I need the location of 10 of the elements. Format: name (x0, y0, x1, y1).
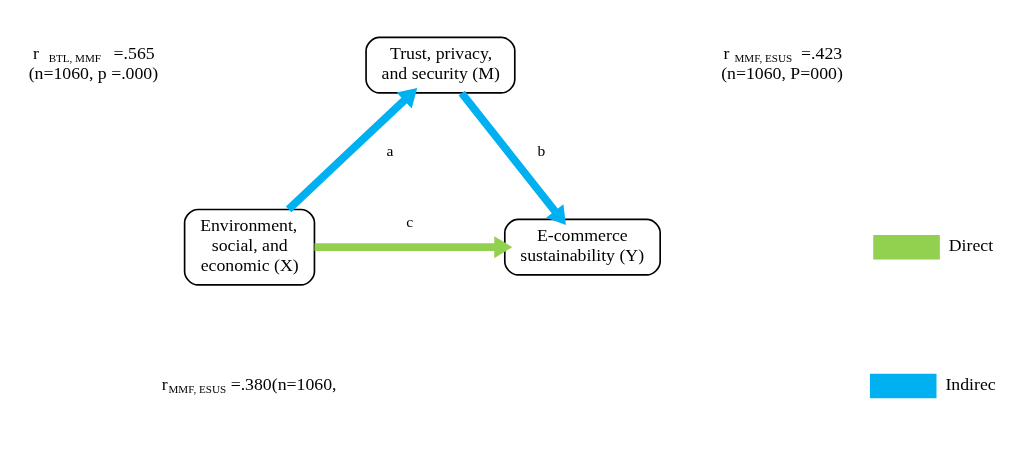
node-box: E-commerce sustainability (Y) (503, 218, 661, 276)
node-box: Trust, privacy, and security (M) (365, 36, 516, 94)
edge-label: c (406, 212, 414, 230)
arrow (458, 90, 566, 226)
node-box: Environment, social, and economic (X) (183, 208, 316, 286)
legend-label: Indirec (945, 374, 996, 395)
edge-label: b (537, 141, 546, 159)
arrow (285, 88, 418, 213)
edge-label: a (386, 141, 394, 159)
legend-label: Direct (948, 235, 994, 256)
